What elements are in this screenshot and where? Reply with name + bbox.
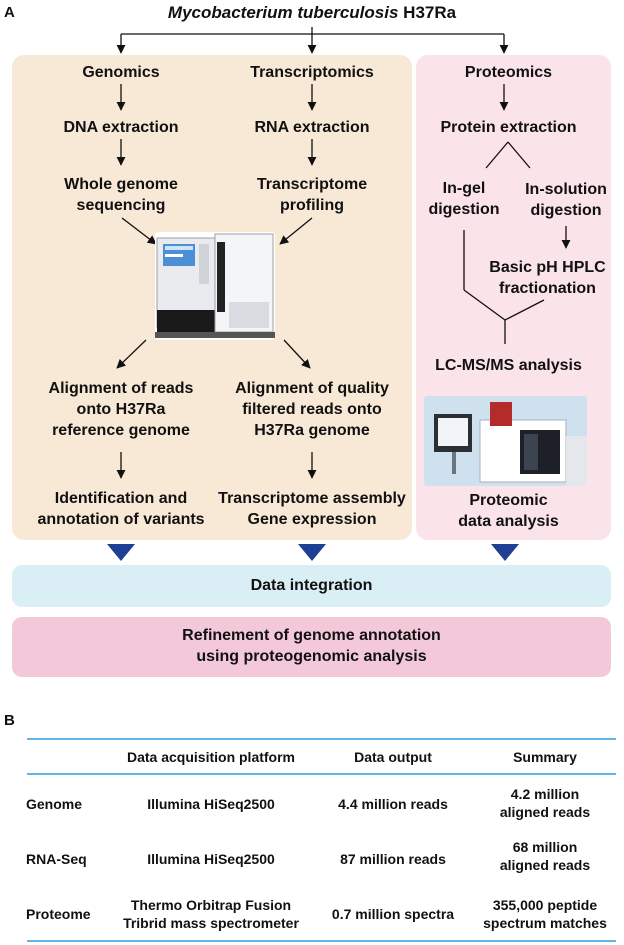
arrow-genomics-to-sequencer: [121, 217, 157, 245]
assembly-line2: Gene expression: [247, 511, 377, 528]
alignment-reads-line2: onto H37Ra: [76, 401, 166, 418]
dna-extraction: DNA extraction: [63, 119, 179, 136]
sequencer-image: [155, 232, 275, 340]
insolution-line1: In-solution: [525, 181, 607, 198]
protein-extraction: Protein extraction: [440, 119, 577, 136]
ingel-merge-line: [463, 289, 506, 321]
table-header-rule: [27, 773, 616, 775]
arrow-transcriptomics-to-sequencer: [279, 217, 313, 245]
mass-spectrometer-icon: [424, 396, 587, 486]
proteomics-header: Proteomics: [464, 64, 553, 81]
blue-arrow-transcriptomics: [298, 544, 326, 561]
diagram-title: Mycobacterium tuberculosis H37Ra: [0, 3, 624, 23]
genomics-header: Genomics: [82, 64, 160, 81]
arrow-sequencer-to-quality: [283, 339, 311, 369]
hplc-line2: fractionation: [499, 280, 596, 297]
row-proteome-name: Proteome: [26, 906, 91, 922]
row-proteome-platform-line2: Tribrid mass spectrometer: [123, 915, 299, 931]
row-rnaseq-name: RNA-Seq: [26, 851, 87, 867]
whole-genome-line2: sequencing: [76, 197, 166, 214]
row-genome-platform: Illumina HiSeq2500: [147, 796, 275, 812]
alignment-reads-line1: Alignment of reads: [48, 380, 194, 397]
row-rnaseq-output: 87 million reads: [340, 851, 446, 867]
variants-line1: Identification and: [54, 490, 188, 507]
variants-line2: annotation of variants: [37, 511, 205, 528]
mass-spectrometer-image: [424, 396, 587, 486]
header-output: Data output: [354, 749, 432, 765]
assembly-line1: Transcriptome assembly: [218, 490, 406, 507]
lcms-analysis: LC-MS/MS analysis: [435, 357, 582, 374]
split-line-right: [507, 141, 531, 169]
panel-b-letter: B: [4, 712, 15, 729]
row-rnaseq-platform: Illumina HiSeq2500: [147, 851, 275, 867]
hplc-merge-line: [504, 299, 545, 321]
ingel-line1: In-gel: [442, 180, 486, 197]
row-genome-output: 4.4 million reads: [338, 796, 448, 812]
transcriptome-line1: Transcriptome: [256, 176, 368, 193]
table-top-rule: [27, 738, 616, 740]
row-rnaseq-summary-line1: 68 million: [512, 839, 578, 855]
hplc-line1: Basic pH HPLC: [489, 259, 606, 276]
sequencer-icon: [155, 233, 275, 338]
title-strain: H37Ra: [398, 3, 457, 22]
row-genome-summary-line2: aligned reads: [499, 804, 591, 820]
proteomic-analysis-line1: Proteomic: [469, 492, 548, 509]
blue-arrow-genomics: [107, 544, 135, 561]
quality-alignment-line2: filtered reads onto: [242, 401, 382, 418]
row-rnaseq-summary-line2: aligned reads: [499, 857, 591, 873]
row-proteome-summary-line1: 355,000 peptide: [492, 897, 598, 913]
data-integration-box: Data integration: [12, 565, 611, 607]
row-genome-summary-line1: 4.2 million: [510, 786, 580, 802]
split-line-left: [485, 141, 509, 169]
insolution-line2: digestion: [530, 202, 602, 219]
blue-arrow-proteomics: [491, 544, 519, 561]
panel-a-letter: A: [4, 4, 15, 21]
header-platform: Data acquisition platform: [126, 749, 296, 765]
row-proteome-output: 0.7 million spectra: [331, 906, 455, 922]
ingel-line2: digestion: [428, 201, 500, 218]
quality-alignment-line1: Alignment of quality: [235, 380, 389, 397]
arrow-sequencer-to-alignment: [116, 339, 147, 369]
title-organism: Mycobacterium tuberculosis: [167, 3, 399, 22]
rna-extraction: RNA extraction: [254, 119, 370, 136]
row-proteome-summary-line2: spectrum matches: [483, 915, 607, 931]
quality-alignment-line3: H37Ra genome: [254, 422, 370, 439]
alignment-reads-line3: reference genome: [52, 422, 190, 439]
flow-arrows: [107, 27, 571, 561]
table-bottom-rule: [27, 940, 616, 942]
row-genome-name: Genome: [26, 796, 83, 812]
refinement-line1: Refinement of genome annotation: [182, 627, 441, 644]
refinement-line2: using proteogenomic analysis: [196, 648, 427, 665]
whole-genome-line1: Whole genome: [64, 176, 178, 193]
proteomic-analysis-line2: data analysis: [458, 513, 559, 530]
header-summary: Summary: [513, 749, 577, 765]
refinement-box: Refinement of genome annotation using pr…: [12, 617, 611, 677]
row-proteome-platform-line1: Thermo Orbitrap Fusion: [130, 897, 292, 913]
transcriptomics-header: Transcriptomics: [250, 64, 374, 81]
transcriptome-line2: profiling: [280, 197, 344, 214]
